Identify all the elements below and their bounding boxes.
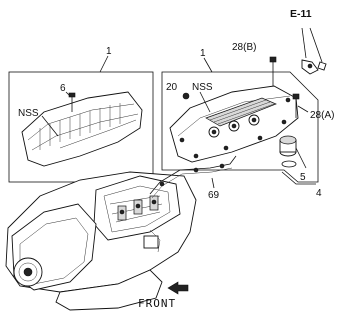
front-label: FRONT — [138, 297, 176, 310]
seal-4-icon — [281, 160, 297, 168]
clip-e11-icon — [301, 59, 327, 75]
label-nss-right: NSS — [192, 82, 213, 93]
label-part-6: 6 — [60, 83, 66, 94]
bolt-28a-icon — [292, 93, 300, 118]
label-part-5: 5 — [300, 172, 306, 183]
bolt-20-icon — [182, 92, 190, 100]
oil-cap-5-icon — [279, 135, 297, 157]
label-part-69: 69 — [208, 190, 220, 201]
hose-69-icon — [149, 155, 237, 199]
label-cover-right: 1 — [200, 48, 206, 59]
label-cover-left: 1 — [106, 46, 112, 57]
label-part-4: 4 — [316, 188, 322, 199]
label-nss-left: NSS — [18, 108, 39, 119]
left-cover-inset — [8, 55, 154, 183]
label-e11: E-11 — [290, 8, 312, 20]
label-bolt-28a: 28(A) — [310, 110, 334, 121]
label-bolt-28b: 28(B) — [232, 42, 256, 53]
crank-pulley-icon — [13, 257, 43, 287]
right-cover-inset — [161, 27, 327, 185]
bolt-28b-icon — [269, 56, 277, 86]
engine-block — [5, 171, 197, 311]
label-part-20: 20 — [166, 82, 178, 93]
front-arrow-icon — [167, 281, 189, 295]
valve-cover-left — [21, 91, 143, 167]
